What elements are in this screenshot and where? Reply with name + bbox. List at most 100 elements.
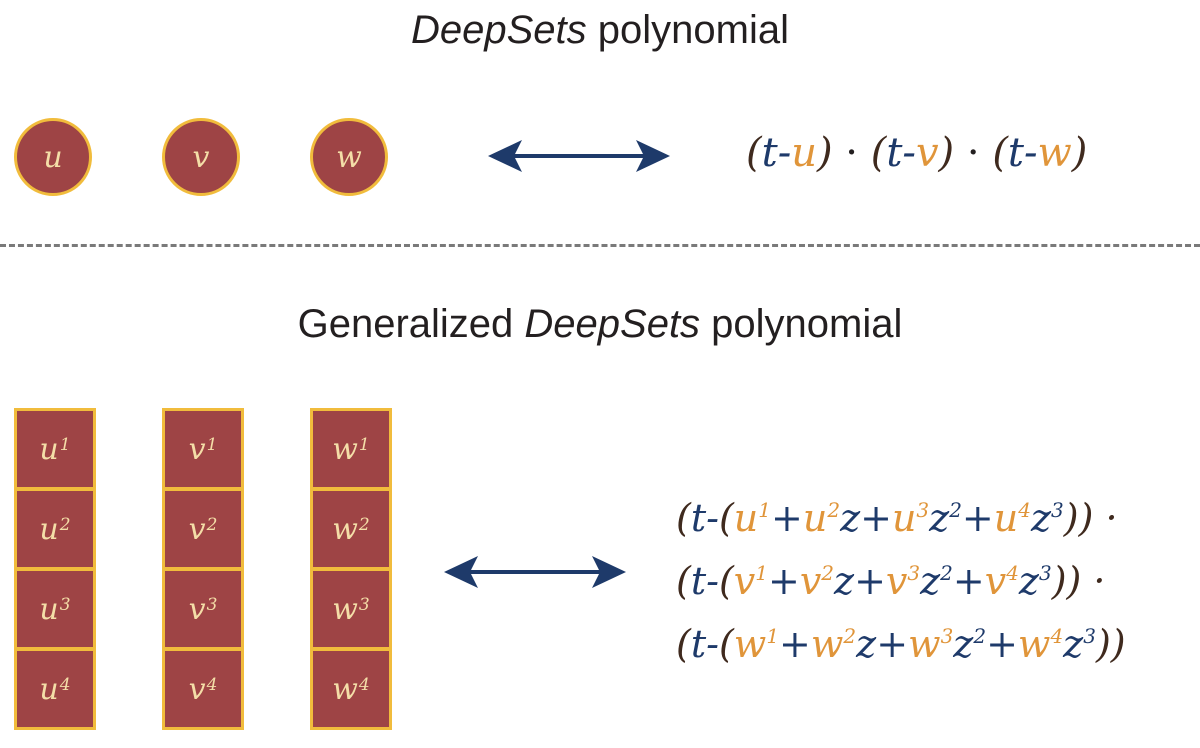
minus: - [706, 496, 719, 540]
plus: + [986, 622, 1018, 666]
paren-open: ( [676, 559, 691, 603]
var: u [993, 496, 1019, 540]
node-v: v [162, 118, 240, 196]
dot: · [954, 130, 993, 176]
minus: - [777, 130, 792, 176]
paren-close: ) [938, 130, 955, 176]
z-var: z [1018, 559, 1039, 603]
tail: )) · [1063, 496, 1118, 540]
plus: + [961, 496, 994, 540]
t-var: t [761, 130, 778, 176]
plus: + [952, 559, 985, 603]
top-title-rest: polynomial [586, 8, 789, 52]
t-var: t [1007, 130, 1024, 176]
exp: 4 [1050, 624, 1064, 648]
paren-open: ( [746, 130, 762, 176]
dot: · [832, 130, 871, 176]
cell-index: 2 [59, 515, 71, 535]
plus: + [779, 622, 811, 666]
minus: - [706, 622, 719, 666]
cell-index: 4 [59, 675, 71, 695]
exp: 2 [949, 498, 962, 522]
exp: 3 [916, 498, 930, 522]
t-var: t [886, 130, 903, 176]
plus: + [854, 559, 886, 603]
exp: 1 [755, 561, 768, 585]
exp: 4 [1018, 498, 1031, 522]
exp: 2 [821, 561, 835, 585]
exp: 3 [1051, 498, 1064, 522]
z-var: z [1030, 496, 1052, 540]
z-var: z [953, 622, 974, 666]
cell-var: u [39, 591, 59, 627]
cell-var: v [188, 671, 206, 707]
double-arrow-top-icon [488, 140, 670, 172]
exp: 4 [1006, 561, 1019, 585]
plus: + [860, 496, 892, 540]
bottom-title-italic: DeepSets [524, 302, 701, 346]
z-var: z [840, 496, 861, 540]
exp: 3 [1038, 561, 1052, 585]
cell-index: 3 [59, 595, 71, 615]
var: w [908, 622, 941, 666]
var: w [810, 622, 844, 666]
formula-top: (t-u) · (t-v) · (t-w) [746, 130, 1087, 176]
bottom-title-rest: polynomial [700, 302, 903, 346]
plus: + [771, 496, 803, 540]
exp: 2 [843, 624, 857, 648]
t-var: t [690, 559, 707, 603]
tail: )) [1095, 622, 1126, 666]
paren-open: ( [870, 130, 887, 176]
z-var: z [834, 559, 855, 603]
cell-index: 3 [206, 595, 218, 615]
cell-var: v [188, 591, 206, 627]
formula-bottom: (t-(u1+u2z+u3z2+u4z3)) · (t-(v1+v2z+v3z2… [676, 490, 1126, 679]
t-var: t [690, 496, 707, 540]
z-var: z [929, 496, 950, 540]
paren-open: ( [676, 496, 691, 540]
cell-var: w [332, 591, 358, 627]
cell-index: 1 [358, 435, 370, 455]
cell-var: v [188, 511, 206, 547]
exp: 2 [940, 561, 953, 585]
bottom-title-prefix: Generalized [297, 302, 525, 346]
exp: 3 [1083, 624, 1096, 648]
exp: 2 [827, 498, 841, 522]
formula-line-u: (t-(u1+u2z+u3z2+u4z3)) · [676, 490, 1126, 553]
z-var: z [1063, 622, 1084, 666]
exp: 3 [907, 561, 921, 585]
var-v: v [915, 130, 939, 176]
var: v [984, 559, 1007, 603]
cell-index: 1 [59, 435, 71, 455]
cell-index: 2 [358, 515, 370, 535]
minus: - [1024, 130, 1038, 176]
exp: 2 [973, 624, 987, 648]
cell-index: 4 [206, 675, 218, 695]
formula-line-v: (t-(v1+v2z+v3z2+v4z3)) · [676, 553, 1126, 616]
top-title-italic: DeepSets [411, 8, 587, 52]
paren-open: ( [718, 559, 734, 603]
double-arrow-bottom-icon [444, 556, 626, 588]
tail: )) · [1051, 559, 1106, 603]
node-u: u [14, 118, 92, 196]
plus: + [767, 559, 800, 603]
t-var: t [690, 622, 707, 666]
paren-open: ( [718, 622, 734, 666]
cell-var: u [39, 431, 59, 467]
minus: - [706, 559, 719, 603]
dashed-divider [0, 244, 1200, 247]
minus: - [902, 130, 916, 176]
var: w [1017, 622, 1051, 666]
cell-var: u [39, 671, 59, 707]
